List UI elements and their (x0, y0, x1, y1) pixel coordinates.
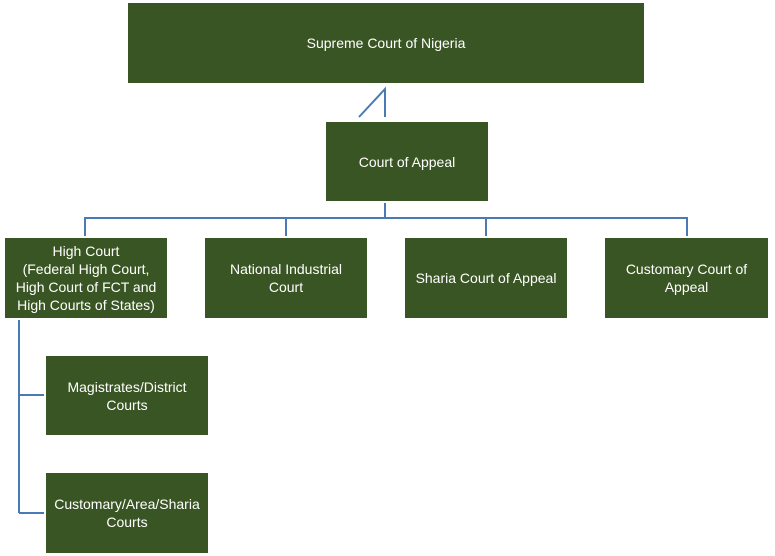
node-national-industrial-court-label: National Industrial Court (229, 261, 343, 295)
node-customary-court-of-appeal-label: Customary Court of Appeal (625, 261, 748, 295)
node-court-of-appeal-label: Court of Appeal (358, 153, 456, 170)
node-customary-area-sharia-courts-label: Customary/Area/Sharia Courts (54, 496, 200, 530)
node-customary-court-of-appeal: Customary Court of Appeal (605, 238, 768, 318)
node-high-court-label: High Court (Federal High Court, High Cou… (15, 243, 157, 313)
node-sharia-court-of-appeal-label: Sharia Court of Appeal (415, 270, 557, 286)
node-high-court: High Court (Federal High Court, High Cou… (5, 238, 167, 318)
node-customary-area-sharia-courts: Customary/Area/Sharia Courts (46, 473, 208, 553)
node-magistrates-district-courts: Magistrates/District Courts (46, 356, 208, 435)
node-national-industrial-court: National Industrial Court (205, 238, 367, 318)
connector-supreme-appeal (358, 86, 386, 118)
node-court-of-appeal: Court of Appeal (326, 122, 488, 201)
node-supreme-court: Supreme Court of Nigeria (128, 3, 644, 83)
node-sharia-court-of-appeal: Sharia Court of Appeal (405, 238, 567, 318)
node-magistrates-district-courts-label: Magistrates/District Courts (67, 378, 187, 413)
node-supreme-court-label: Supreme Court of Nigeria (306, 35, 466, 51)
